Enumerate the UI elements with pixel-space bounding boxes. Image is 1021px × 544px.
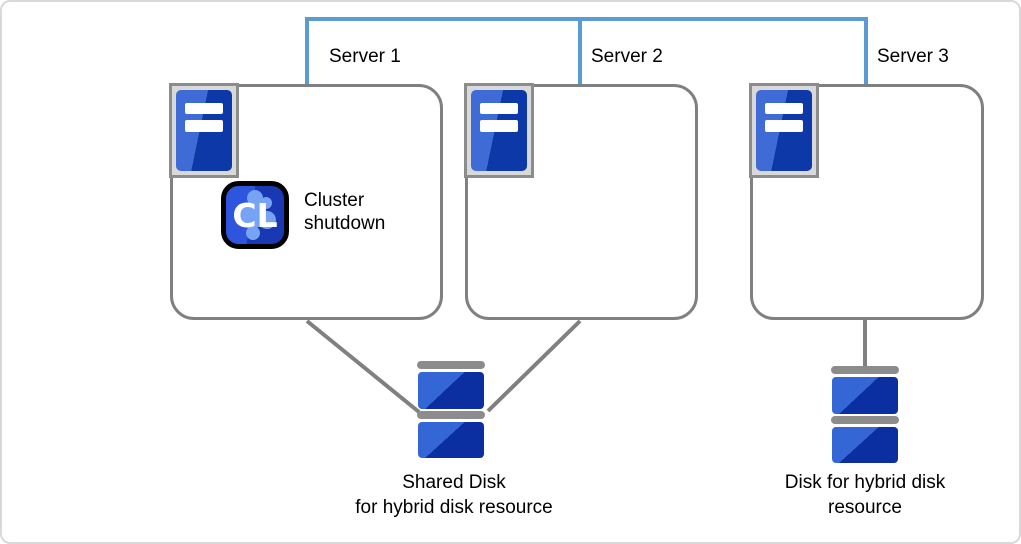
server3-label: Server 3	[877, 46, 949, 67]
cluster-shutdown-label-line1: Cluster	[304, 190, 365, 211]
shared-disk-label-line2: for hybrid disk resource	[355, 497, 553, 518]
server2-box	[465, 84, 698, 320]
shared-disk-label: Shared Disk for hybrid disk resource	[289, 470, 619, 520]
hybrid-disk-label: Disk for hybrid disk resource	[765, 470, 965, 520]
server1-label: Server 1	[329, 46, 401, 67]
cluster-shutdown-badge-text: CL	[232, 196, 277, 235]
cluster-shutdown-label-line2: shutdown	[304, 213, 386, 234]
server1-to-shared-disk-line	[305, 319, 421, 414]
server2-to-shared-disk-line	[486, 319, 582, 413]
server3-icon	[749, 83, 819, 178]
shared-disk-icon	[417, 361, 485, 458]
hybrid-disk-label-line1: Disk for hybrid disk	[784, 472, 946, 493]
shared-disk-label-line1: Shared Disk	[402, 472, 506, 493]
cluster-shutdown-icon: CL	[221, 181, 289, 249]
hybrid-disk-icon	[831, 366, 899, 463]
hybrid-disk-label-line2: resource	[828, 497, 902, 518]
cluster-shutdown-label: Cluster shutdown	[304, 189, 385, 235]
server1-icon	[169, 83, 239, 178]
server2-label: Server 2	[591, 46, 663, 67]
server2-icon	[464, 83, 534, 178]
